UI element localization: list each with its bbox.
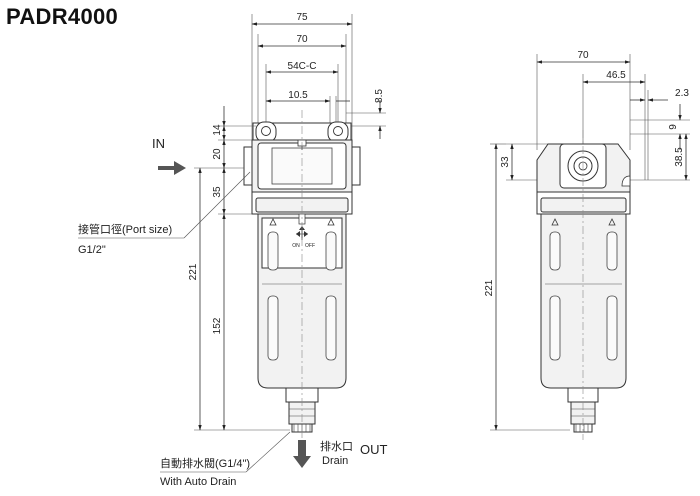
front-view: 75 70 54C-C 10.5 8.5	[78, 12, 388, 488]
dim-front-14: 14	[212, 124, 223, 136]
port-size-value: G1/2"	[78, 244, 106, 256]
dim-front-20: 20	[212, 148, 223, 160]
auto-drain-en-label: With Auto Drain	[160, 476, 236, 488]
in-label: IN	[152, 136, 165, 151]
dim-bracket-54c: 54C-C	[288, 61, 317, 72]
dim-side-width-70: 70	[577, 50, 589, 61]
side-view: 70 46.5 2.3 9 38.5 33 221	[484, 50, 690, 440]
knob-on-label: ON	[292, 243, 300, 249]
dim-side-2-3: 2.3	[675, 88, 689, 99]
drain-cn-label: 排水口	[320, 439, 353, 453]
dim-side-33: 33	[500, 156, 511, 168]
dim-front-221: 221	[188, 263, 199, 280]
dim-hole-spacing: 10.5	[288, 90, 308, 101]
port-size-label: 接管口徑(Port size)	[78, 222, 172, 236]
dim-front-width-70: 70	[296, 34, 308, 45]
dim-side-9: 9	[668, 124, 679, 130]
dim-side-38-5: 38.5	[674, 147, 685, 167]
knob-off-label: OFF	[305, 243, 315, 249]
drain-en-label: Drain	[322, 455, 348, 467]
out-label: OUT	[360, 442, 388, 457]
dim-side-46-5: 46.5	[606, 70, 626, 81]
dim-front-152: 152	[212, 317, 223, 334]
dim-front-width-75: 75	[296, 12, 308, 23]
product-title: PADR4000	[6, 4, 119, 29]
auto-drain-cn-label: 自動排水閥(G1/4")	[160, 456, 250, 470]
dim-hole-dia: 8.5	[374, 89, 385, 103]
dim-front-35: 35	[212, 186, 223, 198]
dim-side-221: 221	[484, 279, 495, 296]
